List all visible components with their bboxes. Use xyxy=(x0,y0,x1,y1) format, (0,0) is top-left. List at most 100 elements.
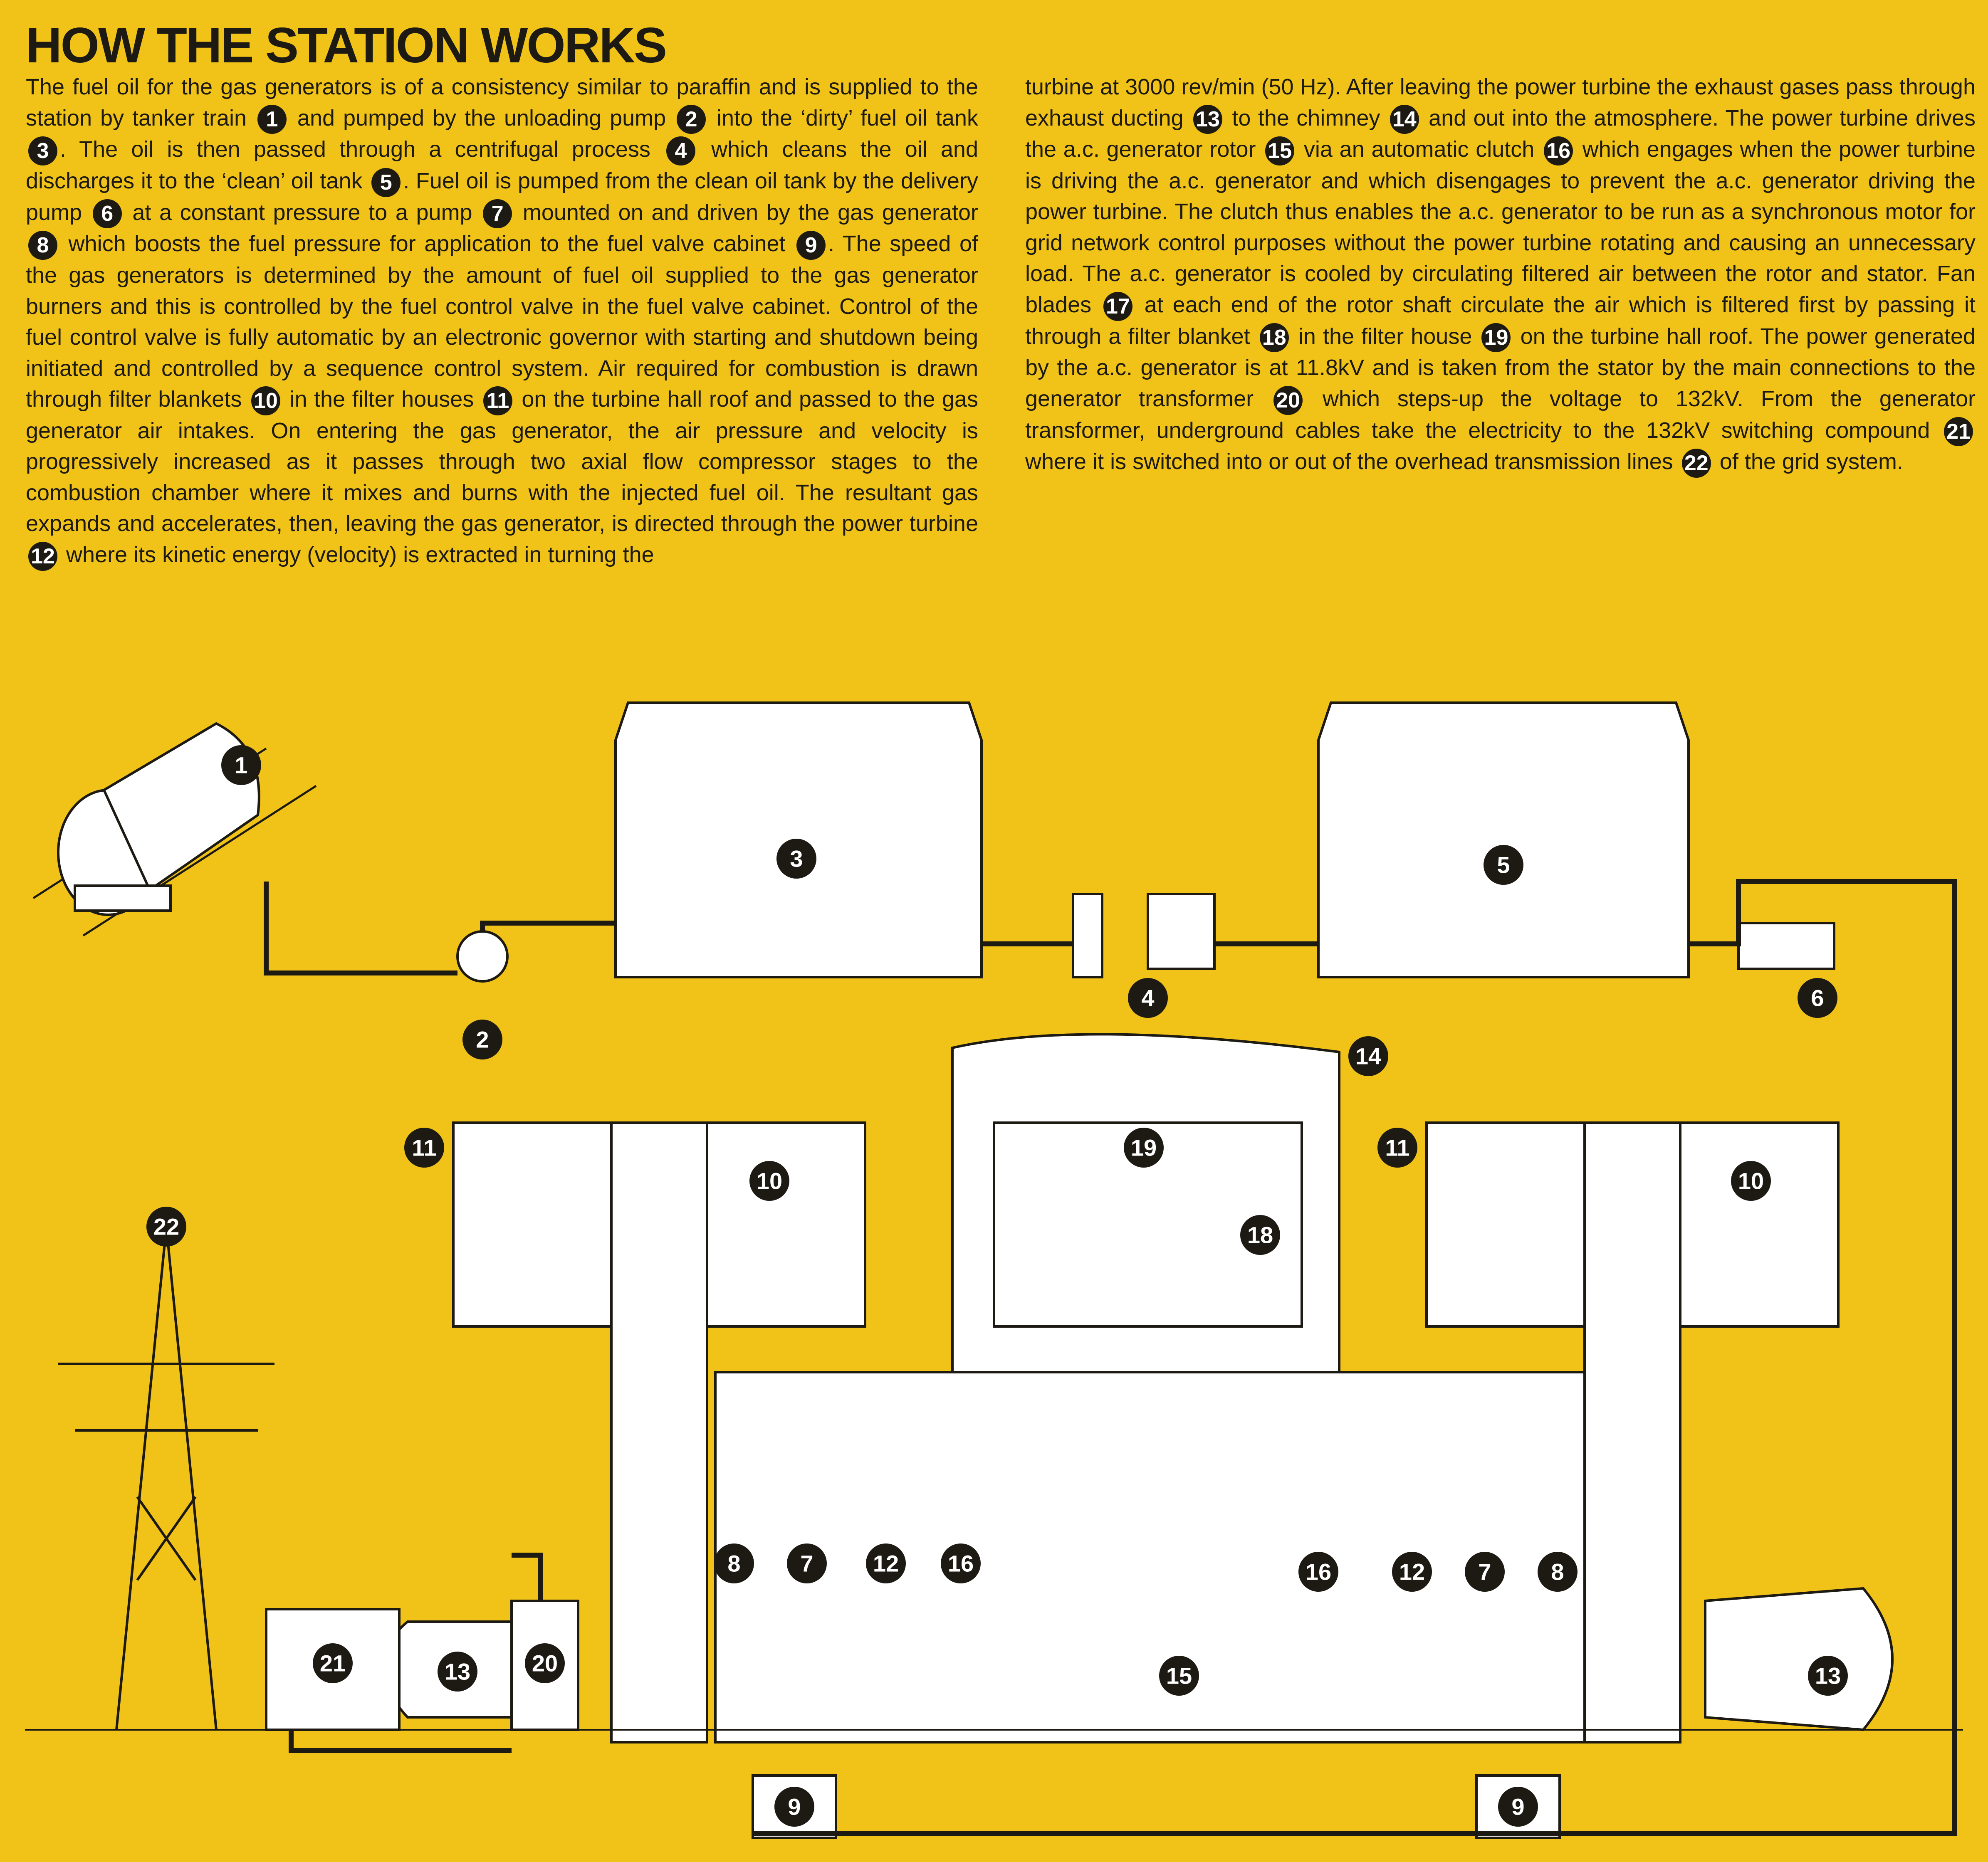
callout-number-filter_r: 10 xyxy=(1738,1168,1764,1194)
body-text: . The speed of the gas generators is det… xyxy=(26,231,979,412)
body-text: via an automatic clutch xyxy=(1297,137,1542,162)
duct-right xyxy=(1583,1121,1681,1743)
callout-badge: 6 xyxy=(92,199,122,229)
centrifuge xyxy=(1072,893,1103,978)
body-text: which boosts the fuel pressure for appli… xyxy=(60,231,794,257)
callout-number-filter_house_r: 11 xyxy=(1385,1135,1409,1161)
callout-number-pump: 2 xyxy=(476,1027,489,1053)
body-text: where its kinetic energy (velocity) is e… xyxy=(60,542,654,567)
callout-circle-exhaust_l xyxy=(438,1652,477,1692)
body-text: at each end of the rotor shaft circulate… xyxy=(1025,292,1976,349)
body-text: which engages when the power turbine is … xyxy=(1025,137,1976,317)
centrifuge-motor xyxy=(1147,893,1216,970)
callout-circle-clutch_l xyxy=(941,1543,981,1583)
callout-circle-filter_house_l xyxy=(404,1128,444,1168)
callout-badge: 8 xyxy=(28,231,57,260)
callout-badge: 16 xyxy=(1544,136,1573,165)
callout-number-valve_cab_l: 9 xyxy=(788,1794,801,1820)
callout-number-clutch_r: 16 xyxy=(1306,1559,1331,1585)
callout-number-power_turbine_l: 12 xyxy=(873,1551,899,1577)
callout-badge: 5 xyxy=(371,168,401,197)
body-text: The fuel oil for the gas generators is o… xyxy=(26,74,978,131)
callout-number-valve_cab_r: 9 xyxy=(1511,1794,1524,1820)
callout-circle-gas_gen_r xyxy=(1538,1552,1578,1592)
body-text: on the turbine hall roof and passed to t… xyxy=(26,387,978,536)
callout-number-filter_l: 10 xyxy=(757,1168,782,1194)
callout-circle-pylon xyxy=(146,1207,186,1247)
callout-number-filter_house_l: 11 xyxy=(412,1135,436,1161)
callout-badge: 1 xyxy=(257,105,287,134)
callout-badge: 2 xyxy=(677,105,706,134)
unloading-pump xyxy=(456,930,509,983)
callout-circle-fuel_pump_l xyxy=(787,1543,827,1583)
exhaust-duct-right xyxy=(1704,1587,1894,1731)
callout-number-fuel_pump_l: 7 xyxy=(800,1551,813,1577)
body-text: and out into the atmosphere. The power t… xyxy=(1025,105,1976,162)
body-text: at a constant pressure to a pump xyxy=(124,200,481,225)
body-text: where it is switched into or out of the … xyxy=(1025,449,1679,474)
tanker-train xyxy=(32,722,317,937)
callout-number-delivery_pump: 6 xyxy=(1811,985,1824,1011)
callout-badge: 9 xyxy=(796,231,826,260)
body-text: . The oil is then passed through a centr… xyxy=(60,137,664,162)
body-text: to the chimney xyxy=(1225,105,1387,131)
callout-number-power_turbine_r: 12 xyxy=(1399,1559,1425,1585)
callout-circle-tanker xyxy=(221,745,261,785)
callout-circle-exhaust_r xyxy=(1808,1656,1848,1696)
callout-circle-valve_cab_r xyxy=(1498,1787,1538,1827)
callout-number-dirty_tank: 3 xyxy=(790,846,803,872)
callout-number-clutch_l: 16 xyxy=(948,1551,974,1577)
callout-badge: 21 xyxy=(1944,417,1973,447)
callout-circle-rotor xyxy=(1159,1656,1199,1696)
callout-circle-chimney xyxy=(1348,1036,1388,1076)
callout-circle-delivery_pump xyxy=(1798,978,1837,1018)
callout-badge: 14 xyxy=(1390,105,1419,134)
callout-circle-gas_gen_l xyxy=(714,1543,754,1583)
callout-badge: 19 xyxy=(1481,323,1511,353)
callout-circle-power_turbine_r xyxy=(1392,1552,1432,1592)
callout-badge: 20 xyxy=(1273,385,1303,415)
callout-number-switching: 21 xyxy=(320,1650,346,1677)
callout-circle-transformer xyxy=(525,1643,565,1683)
left-text-column: The fuel oil for the gas generators is o… xyxy=(26,72,978,571)
page-title: HOW THE STATION WORKS xyxy=(26,17,667,73)
callout-circle-gen_filter_house xyxy=(1124,1128,1164,1168)
callout-badge: 12 xyxy=(28,541,57,571)
callout-number-gen_filter_blanket: 18 xyxy=(1247,1222,1273,1248)
callout-badge: 7 xyxy=(483,199,512,229)
body-text: in the filter houses xyxy=(282,387,481,412)
callout-number-rotor: 15 xyxy=(1166,1663,1192,1689)
callout-number-gen_filter_house: 19 xyxy=(1131,1135,1157,1161)
body-text: turbine at 3000 rev/min (50 Hz). After l… xyxy=(1025,74,1976,131)
body-text: which cleans the oil and discharges it t… xyxy=(26,137,978,193)
body-text: in the filter house xyxy=(1291,324,1479,349)
callout-number-tanker: 1 xyxy=(235,752,247,778)
callout-number-fuel_pump_r: 7 xyxy=(1478,1559,1491,1585)
clean-oil-tank xyxy=(1317,701,1690,978)
body-text: which steps-up the voltage to 132kV. Fro… xyxy=(1025,386,1976,443)
callout-badge: 22 xyxy=(1681,449,1711,478)
callout-number-gas_gen_l: 8 xyxy=(727,1551,740,1577)
callout-circle-valve_cab_l xyxy=(774,1787,814,1827)
body-text: into the ‘dirty’ fuel oil tank xyxy=(708,105,978,131)
transmission-pylon xyxy=(58,1226,274,1730)
delivery-pump xyxy=(1737,922,1835,970)
callout-badge: 10 xyxy=(251,386,280,415)
body-text: of the grid system. xyxy=(1713,449,1903,474)
body-text: and pumped by the unloading pump xyxy=(289,105,675,131)
callout-number-chimney: 14 xyxy=(1355,1043,1381,1069)
callout-number-clean_tank: 5 xyxy=(1497,852,1510,878)
callout-circle-dirty_tank xyxy=(776,839,816,879)
callout-badge: 13 xyxy=(1193,105,1223,134)
callout-circle-switching xyxy=(313,1643,353,1683)
callout-badge: 15 xyxy=(1265,136,1295,165)
pipework xyxy=(264,879,1957,1836)
callout-circle-centrifuge xyxy=(1128,978,1168,1018)
callout-badge: 17 xyxy=(1103,291,1132,321)
callout-circle-gen_filter_blanket xyxy=(1240,1215,1280,1255)
duct-left xyxy=(610,1121,708,1743)
callout-circle-filter_house_r xyxy=(1377,1128,1417,1168)
body-text: . Fuel oil is pumped from the clean oil … xyxy=(26,168,978,225)
